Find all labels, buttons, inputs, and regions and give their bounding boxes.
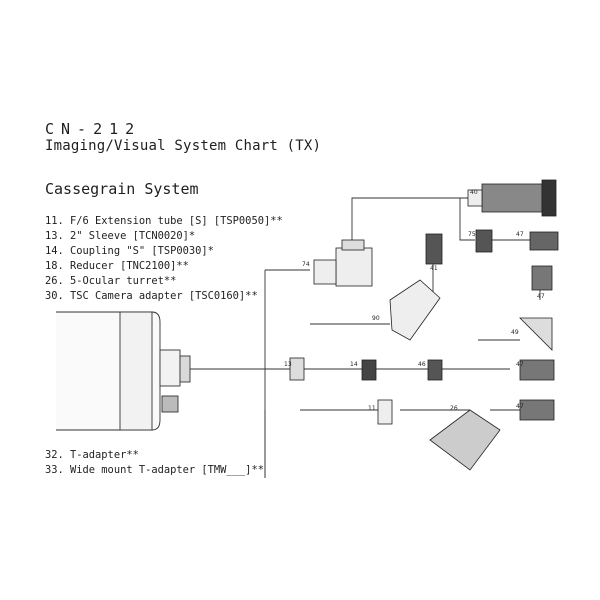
focuser-drawtube	[179, 355, 191, 383]
component-74-body	[335, 247, 373, 287]
callout-47-lower: 47	[516, 403, 524, 410]
callout-90: 90	[372, 315, 380, 322]
component-47-right	[531, 265, 553, 291]
component-13	[289, 357, 305, 381]
finder-knob	[161, 395, 179, 413]
component-41	[425, 233, 443, 265]
callout-11: 11	[368, 405, 376, 412]
component-46	[427, 359, 443, 381]
component-49	[519, 317, 553, 351]
callout-74: 74	[302, 261, 310, 268]
legend-item-30: 30. TSC Camera adapter [TSC0160]**	[45, 290, 258, 302]
route-to-40	[351, 197, 480, 240]
component-40-barrel	[467, 189, 483, 207]
legend-item-33: 33. Wide mount T-adapter [TMW___]**	[45, 464, 264, 476]
component-40-eyepiece	[481, 183, 543, 213]
component-40-eyecup	[541, 179, 557, 217]
component-11	[377, 399, 393, 425]
component-47-lower	[519, 399, 555, 421]
legend-item-32: 32. T-adapter**	[45, 449, 139, 461]
section-title: Cassegrain System	[45, 180, 199, 198]
legend-item-26: 26. 5-Ocular turret**	[45, 275, 177, 287]
callout-40: 40	[470, 189, 478, 196]
callout-47-right: 47	[537, 293, 545, 300]
component-47-top	[529, 231, 559, 251]
component-75	[475, 229, 493, 253]
chart-model-number: CN-212	[45, 120, 142, 138]
callout-75: 75	[468, 231, 476, 238]
legend-item-18: 18. Reducer [TNC2100]**	[45, 260, 189, 272]
callout-46: 46	[418, 361, 426, 368]
callout-13: 13	[284, 361, 292, 368]
telescope-rear-cell	[119, 311, 153, 431]
component-26	[429, 409, 501, 471]
component-47-mid	[519, 359, 555, 381]
callout-47-top: 47	[516, 231, 524, 238]
component-14	[361, 359, 377, 381]
focuser-mount	[159, 349, 181, 387]
component-90	[389, 279, 441, 341]
callout-41: 41	[430, 265, 438, 272]
callout-26: 26	[450, 405, 458, 412]
chart-title: Imaging/Visual System Chart (TX)	[45, 138, 322, 154]
callout-49: 49	[511, 329, 519, 336]
callout-14: 14	[350, 361, 358, 368]
component-74-side	[313, 259, 337, 285]
component-74-top	[341, 239, 365, 251]
legend-item-13: 13. 2" Sleeve [TCN0020]*	[45, 230, 196, 242]
legend-item-11: 11. F/6 Extension tube [S] [TSP0050]**	[45, 215, 283, 227]
callout-47-mid: 47	[516, 361, 524, 368]
legend-item-14: 14. Coupling "S" [TSP0030]*	[45, 245, 214, 257]
route-40-down	[459, 198, 475, 241]
